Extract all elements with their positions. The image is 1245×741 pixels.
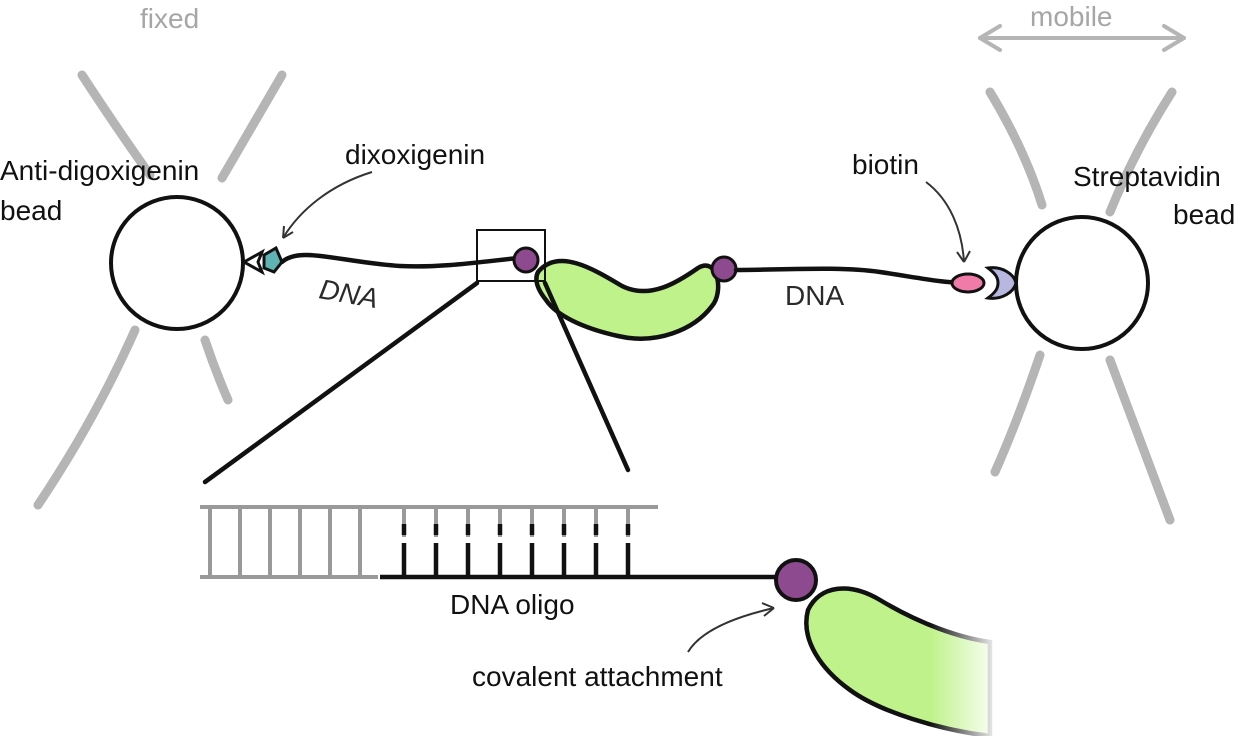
anti-digoxigenin-bead [109,195,245,331]
right-trap-beam [985,87,1177,525]
dsdna-segment [200,505,658,579]
dna-oligo-label: DNA oligo [450,589,575,620]
zoom-region-box [476,229,546,282]
protein-fade [930,600,1000,740]
streptavidin-pocket-icon [984,266,1018,300]
digoxigenin-tag-icon [240,245,284,276]
anti-digoxigenin-label-line1: Anti-digoxigenin [0,155,199,186]
dna-label-right: DNA [785,280,844,311]
mobile-arrow [978,24,1186,52]
attachment-point-right [710,255,738,283]
biotin-tag-icon [950,272,986,294]
covalent-attachment-point [774,558,818,602]
dna-oligo-strand [380,524,790,580]
left-trap-beam [33,70,287,510]
dna-handle-left [279,252,521,269]
attachment-point-left [512,246,540,274]
streptavidin-bead [1014,215,1150,351]
protein-body [534,258,721,341]
biotin-arrow [925,181,971,263]
covalent-attachment-label: covalent attachment [472,661,723,692]
dixoxigenin-arrow [282,171,373,239]
streptavidin-label-line2: bead [1173,199,1235,230]
biotin-label: biotin [852,149,919,180]
dna-label-left: DNA [317,273,381,314]
zoom-callout-lines [202,280,631,485]
zoom-inset: DNA oligo covalent attachment [200,505,1000,740]
mobile-label: mobile [1030,1,1112,32]
dna-handle-right [733,266,965,285]
fixed-label: fixed [140,3,199,34]
dixoxigenin-label: dixoxigenin [345,139,485,170]
covalent-arrow [687,602,775,653]
streptavidin-label-line1: Streptavidin [1073,161,1221,192]
anti-digoxigenin-label-line2: bead [0,195,62,226]
